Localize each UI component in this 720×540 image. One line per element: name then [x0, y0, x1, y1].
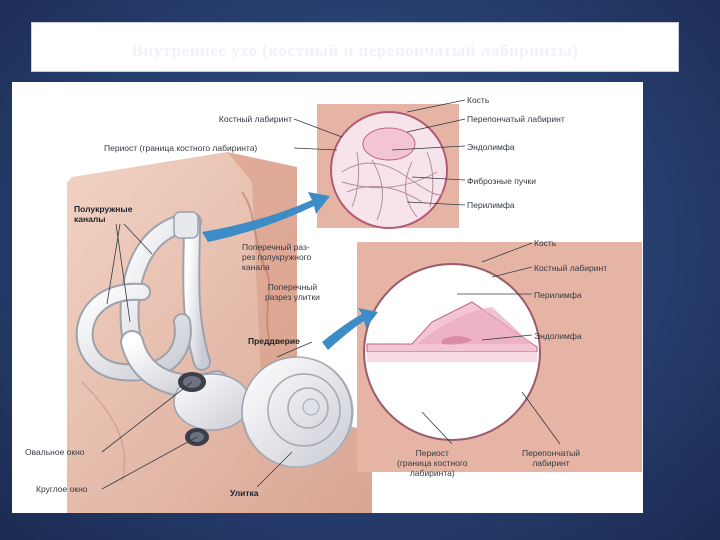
label-round-window: Круглое окно — [36, 484, 88, 494]
label-perilymph-top: Перилимфа — [467, 200, 515, 210]
label-cochlea-cross-section: Поперечный разрез улитки — [265, 282, 320, 302]
label-periosteum-top: Периост (граница костного лабиринта) — [104, 143, 258, 153]
title-bar: Внутреннее ухо (костный и перепончатый л… — [31, 22, 679, 72]
label-periosteum-bottom: Периост (граница костного лабиринта) — [397, 448, 468, 478]
label-bony-labyrinth-top: Костный лабиринт — [218, 114, 292, 124]
label-perilymph-bottom: Перилимфа — [534, 290, 582, 300]
label-canal-cross-section: Поперечный раз- рез полукружного канала — [242, 242, 312, 272]
label-membranous-labyrinth-bottom: Перепончатый лабиринт — [522, 448, 581, 468]
label-bone-bottom: Кость — [534, 238, 557, 248]
label-bony-labyrinth-bottom: Костный лабиринт — [534, 263, 608, 273]
label-semicircular-canals: Полукружные каналы — [74, 204, 133, 224]
slide-title: Внутреннее ухо (костный и перепончатый л… — [131, 41, 579, 60]
inner-ear-illustration — [67, 99, 642, 513]
label-endolymph-bottom: Эндолимфа — [534, 331, 582, 341]
cochlea-cross-section-box — [357, 242, 642, 472]
label-vestibule: Преддверие — [248, 336, 300, 346]
label-oval-window: Овальное окно — [25, 447, 85, 457]
diagram-panel: Кость Костный лабиринт Перепончатый лаби… — [12, 82, 643, 513]
canal-cross-section-box — [317, 104, 459, 229]
leader-lines — [101, 99, 561, 490]
label-membranous-labyrinth-top: Перепончатый лабиринт — [467, 114, 565, 124]
label-bone-top: Кость — [467, 95, 490, 105]
label-cochlea: Улитка — [230, 488, 259, 498]
cochlea-spiral — [241, 356, 354, 468]
label-fibrous-bundles: Фиброзные пучки — [467, 176, 536, 186]
label-endolymph-top: Эндолимфа — [467, 142, 515, 152]
cross-section-arrows — [202, 192, 378, 350]
